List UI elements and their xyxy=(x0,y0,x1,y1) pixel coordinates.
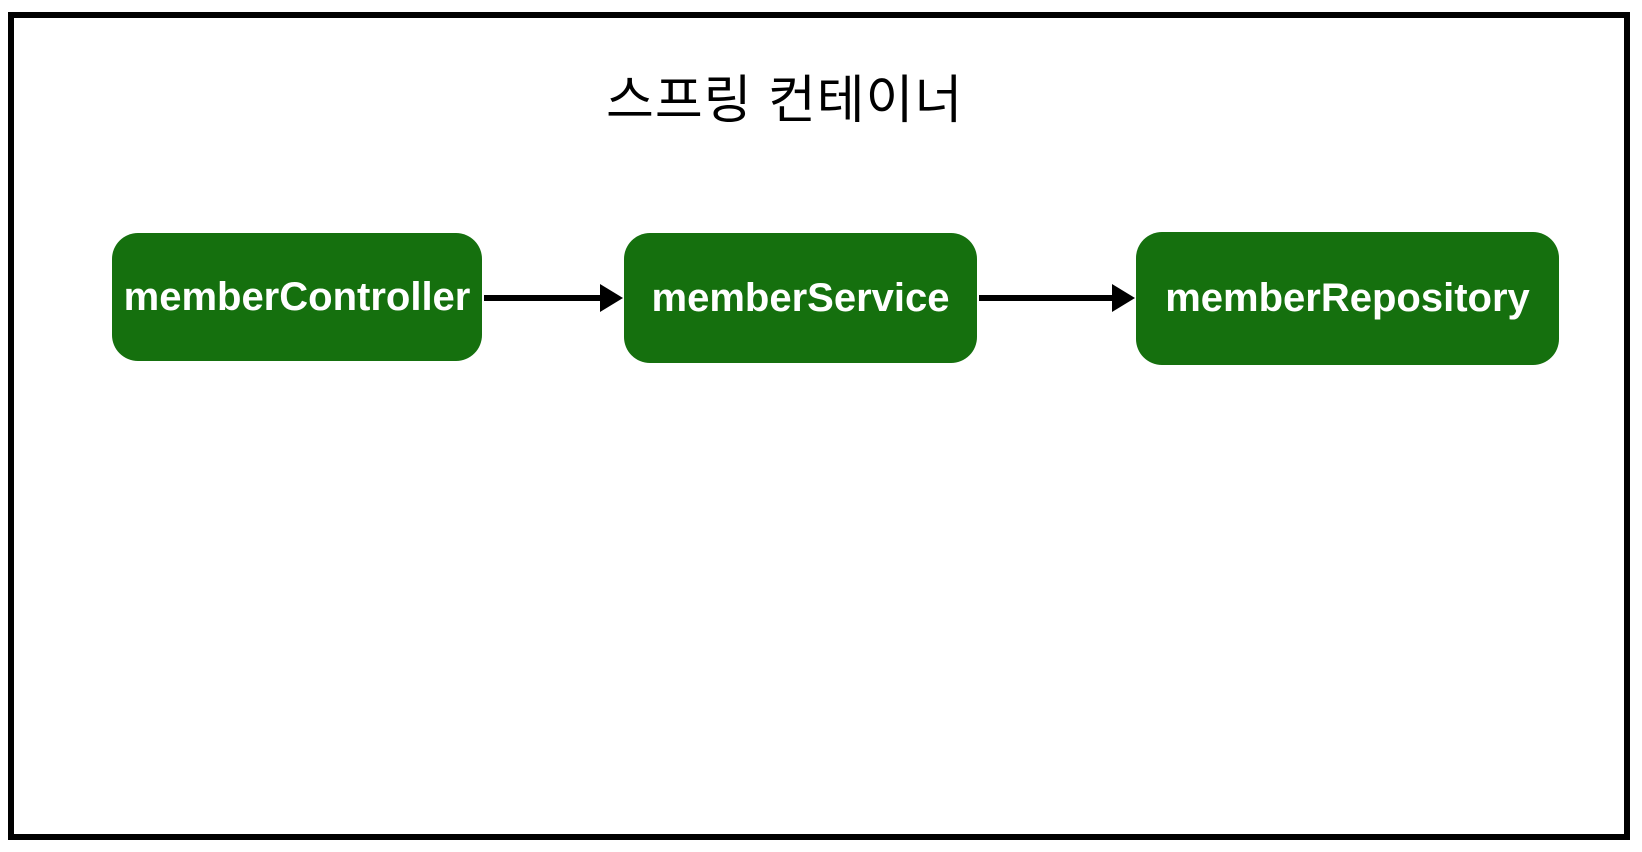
edge-service-to-repository-line xyxy=(979,295,1114,301)
edge-controller-to-service-arrowhead-icon xyxy=(600,284,623,312)
node-member-repository-label: memberRepository xyxy=(1165,276,1530,320)
node-member-service: memberService xyxy=(624,233,977,363)
edge-service-to-repository-arrowhead-icon xyxy=(1112,284,1135,312)
node-member-service-label: memberService xyxy=(651,275,950,320)
edge-controller-to-service-line xyxy=(484,295,604,301)
node-member-controller: memberController xyxy=(112,233,482,361)
node-member-repository: memberRepository xyxy=(1136,232,1559,365)
diagram-title: 스프링 컨테이너 xyxy=(606,72,964,130)
spring-container-frame: 스프링 컨테이너 memberController memberService … xyxy=(8,12,1630,840)
node-member-controller-label: memberController xyxy=(123,274,471,319)
